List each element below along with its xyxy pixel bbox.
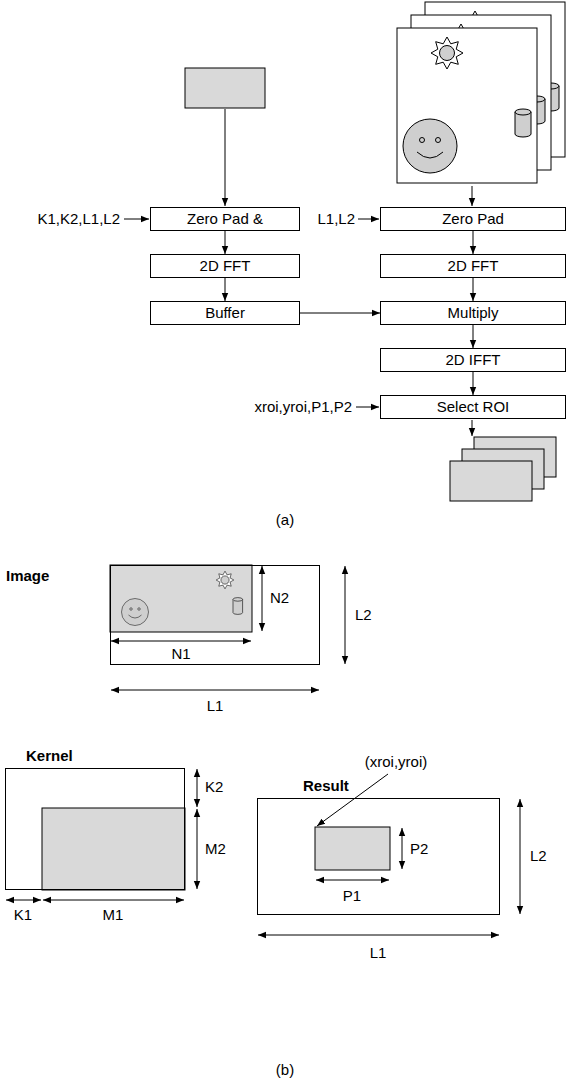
dimension-arrow [6, 900, 41, 901]
box-label: Zero Pad & [187, 210, 263, 228]
flow-arrow [473, 231, 474, 254]
output-image [450, 461, 532, 501]
cylinder-icon [233, 598, 243, 615]
input-arrow [225, 109, 226, 206]
box-label: Zero Pad [442, 210, 504, 228]
sun-icon [431, 37, 463, 69]
dimension-label: L1 [207, 697, 224, 715]
process-box: Buffer [150, 301, 300, 325]
flow-arrow [300, 313, 380, 314]
figure-frame: Image [110, 565, 320, 665]
flow-arrow [225, 231, 226, 254]
parameter-label: L1,L2 [317, 210, 355, 228]
sun-icon [216, 571, 234, 589]
kernel-area [42, 808, 185, 890]
parameter-label: xroi,yroi,P1,P2 [254, 398, 352, 416]
dimension-label: K1 [14, 906, 32, 924]
subfigure-label: (b) [276, 1061, 294, 1079]
face-icon [403, 119, 457, 173]
box-label: 2D IFFT [446, 351, 501, 369]
param-arrow [358, 219, 379, 220]
roi-area [315, 827, 390, 870]
param-arrow [124, 219, 149, 220]
frame [397, 28, 537, 183]
face-icon [122, 599, 149, 626]
process-box: Multiply [380, 301, 566, 325]
dimension-label: L2 [530, 847, 547, 865]
process-box: 2D FFT [150, 254, 300, 278]
flow-arrow [473, 372, 474, 395]
dimension-label: M2 [205, 840, 226, 858]
output-arrow [472, 420, 473, 436]
process-box: Zero Pad & [150, 207, 300, 231]
dimension-arrow [316, 880, 389, 881]
process-box: 2D IFFT [380, 348, 566, 372]
figure-frame: Result [257, 798, 500, 915]
dimension-label: M1 [103, 906, 124, 924]
dimension-arrow [345, 566, 346, 664]
dimension-arrow [402, 828, 403, 869]
box-label: Buffer [205, 304, 245, 322]
box-label: Multiply [448, 304, 499, 322]
param-arrow [356, 407, 379, 408]
dimension-arrow [197, 809, 198, 889]
figure-heading: Kernel [26, 747, 73, 765]
cylinder-icon [515, 109, 531, 137]
dimension-label: N1 [171, 645, 190, 663]
dimension-arrow [111, 641, 251, 642]
flow-arrow [473, 278, 474, 301]
figure-heading: Result [303, 777, 349, 795]
dimension-arrow [111, 690, 319, 691]
kernel-image [185, 68, 265, 108]
process-box: Select ROI [380, 395, 566, 419]
image-area [110, 565, 252, 632]
flow-arrow [225, 278, 226, 301]
box-label: Select ROI [437, 398, 510, 416]
box-label: 2D FFT [200, 257, 251, 275]
dimension-label: K2 [205, 778, 223, 796]
dimension-label: L2 [355, 606, 372, 624]
parameter-label: K1,K2,L1,L2 [37, 210, 120, 228]
dimension-arrow [258, 935, 499, 936]
dimension-label: P2 [410, 840, 428, 858]
dimension-label: N2 [270, 589, 289, 607]
subfigure-label: (a) [276, 511, 294, 529]
dimension-arrow [43, 900, 184, 901]
dimension-label: P1 [343, 887, 361, 905]
process-box: 2D FFT [380, 254, 566, 278]
dimension-arrow [520, 799, 521, 914]
box-label: 2D FFT [448, 257, 499, 275]
image-frame [397, 28, 537, 183]
input-arrow [472, 186, 473, 206]
coordinate-label: (xroi,yroi) [365, 753, 428, 771]
dimension-arrow [197, 769, 198, 807]
dimension-label: L1 [370, 944, 387, 962]
flow-arrow [473, 325, 474, 348]
dimension-arrow [262, 566, 263, 631]
figure-heading: Image [6, 567, 49, 585]
figure-frame: Kernel [5, 768, 185, 890]
process-box: Zero Pad [380, 207, 566, 231]
